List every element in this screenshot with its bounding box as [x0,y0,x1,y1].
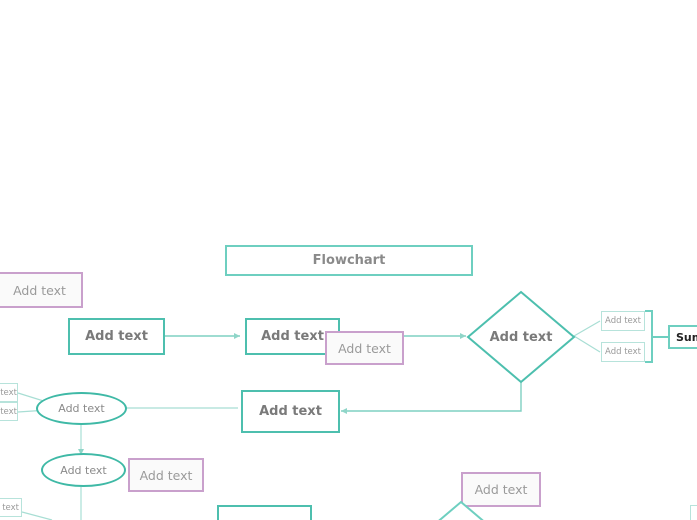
tag-left-lower[interactable]: Add text [0,402,18,421]
note-bottom-right-label: Add text [474,482,528,497]
summary-box-label: Summ [676,330,697,344]
option-top-label: Add text [605,316,641,326]
tag-bottom-right[interactable] [690,505,697,520]
option-bottom[interactable]: Add text [601,342,645,362]
decision-diamond-bottom[interactable] [406,500,516,520]
rect-bottom[interactable] [217,505,312,520]
title-box-label: Flowchart [312,253,386,268]
process-left[interactable]: Add text [68,318,165,355]
note-left-top-label: Add text [13,282,66,298]
process-lower[interactable]: Add text [241,390,340,433]
tag-bottom-left[interactable]: Add text [0,498,22,517]
diamond-shape-bottom [438,500,484,520]
ellipse-lower-label: Add text [60,463,107,477]
process-left-label: Add text [85,329,148,344]
diamond-shape [466,290,576,384]
note-lower-label: Add text [139,467,193,483]
note-center[interactable]: Add text [325,331,404,365]
note-bottom-right[interactable]: Add text [461,472,541,507]
note-lower[interactable]: Add text [128,458,204,492]
tag-bottom-left-label: Add text [0,502,19,513]
ellipse-upper-label: Add text [58,402,105,415]
tag-left-lower-label: Add text [0,406,17,417]
decision-diamond-label: Add text [489,329,553,345]
decision-diamond[interactable]: Add text [466,290,576,384]
option-bottom-label: Add text [605,347,641,357]
ellipse-upper[interactable]: Add text [36,392,127,425]
option-top[interactable]: Add text [601,311,645,331]
title-box[interactable]: Flowchart [225,245,473,276]
note-center-label: Add text [338,340,391,356]
tag-left-upper[interactable]: Add text [0,383,18,402]
summary-box[interactable]: Summ [668,325,697,349]
note-left-top[interactable]: Add text [0,272,83,308]
process-lower-label: Add text [259,404,322,419]
process-center-label: Add text [261,329,324,344]
tag-left-upper-label: Add text [0,387,17,398]
ellipse-lower[interactable]: Add text [41,453,126,487]
